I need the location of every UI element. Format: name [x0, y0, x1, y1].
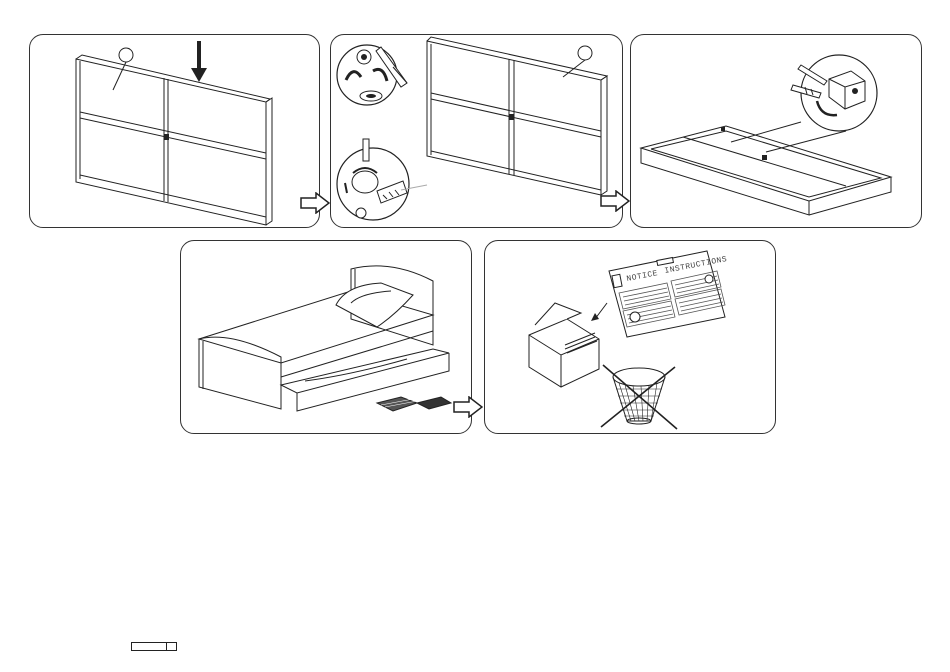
trash-bin-crossed-icon [601, 365, 677, 429]
file-box-icon [529, 303, 599, 387]
step-2-illustration [331, 35, 622, 227]
step-3-illustration [631, 35, 921, 227]
next-step-arrow-1 [300, 192, 330, 214]
next-step-arrow-3 [453, 396, 483, 418]
bracket-screw-detail [791, 55, 877, 131]
page-number-divider [166, 643, 167, 650]
cam-lock-detail [337, 139, 409, 220]
bed-with-pillow [336, 283, 413, 327]
step-3-panel [630, 34, 922, 228]
press-down-arrow-icon [191, 41, 207, 82]
step-1-illustration [30, 35, 319, 227]
instruction-sheet: NOTICE INSTRUCTIONS [609, 251, 728, 337]
step-4-panel [180, 240, 472, 434]
step-5-illustration: NOTICE INSTRUCTIONS [485, 241, 775, 433]
page-number-box [131, 642, 177, 651]
step-5-panel: NOTICE INSTRUCTIONS [484, 240, 776, 434]
mattress-pad [377, 397, 451, 411]
cam-lock-detail [337, 45, 397, 105]
step-1-panel [29, 34, 320, 228]
part-callout-circle [119, 48, 133, 62]
step-2-panel [330, 34, 623, 228]
step-4-illustration [181, 241, 471, 433]
part-callout-circle [578, 46, 592, 60]
next-step-arrow-2 [600, 190, 630, 212]
